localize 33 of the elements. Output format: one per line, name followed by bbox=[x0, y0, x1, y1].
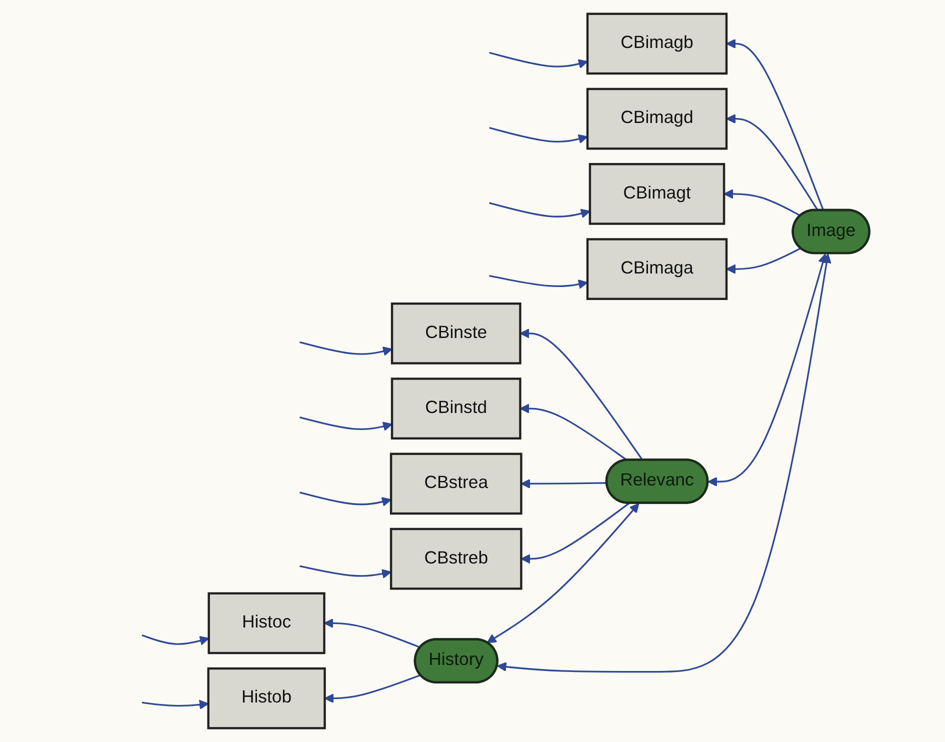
node-box: CBimagt bbox=[588, 163, 726, 225]
arrow bbox=[520, 328, 644, 461]
arrow bbox=[300, 565, 392, 579]
node-box: CBimagb bbox=[586, 12, 728, 75]
arrow bbox=[489, 126, 588, 144]
arrow bbox=[324, 674, 421, 704]
arrow bbox=[299, 341, 392, 356]
arrow bbox=[142, 700, 209, 710]
node-box: CBimagd bbox=[586, 88, 728, 150]
node-box: CBinste bbox=[390, 302, 522, 364]
arrow bbox=[142, 634, 210, 646]
arrow bbox=[496, 254, 832, 673]
node-box: CBimaga bbox=[586, 238, 728, 300]
arrow bbox=[489, 52, 588, 69]
arrow bbox=[299, 492, 392, 506]
arrow bbox=[726, 38, 824, 211]
arrow bbox=[520, 404, 628, 461]
arrow bbox=[489, 202, 590, 218]
arrow bbox=[726, 114, 819, 211]
arrow bbox=[520, 502, 630, 564]
node-box: CBstreb bbox=[390, 528, 522, 590]
node-box: Histob bbox=[207, 667, 326, 730]
arrow bbox=[724, 189, 802, 217]
arrow bbox=[324, 618, 421, 648]
arrow bbox=[520, 478, 608, 489]
arrow bbox=[708, 254, 828, 487]
arrow bbox=[299, 416, 392, 432]
arrow bbox=[489, 274, 588, 289]
arrow bbox=[726, 248, 802, 274]
arrow bbox=[486, 503, 640, 644]
node-box: Histoc bbox=[208, 592, 326, 654]
node-box: CBstrea bbox=[390, 452, 522, 515]
node-box: CBinstd bbox=[390, 378, 522, 440]
